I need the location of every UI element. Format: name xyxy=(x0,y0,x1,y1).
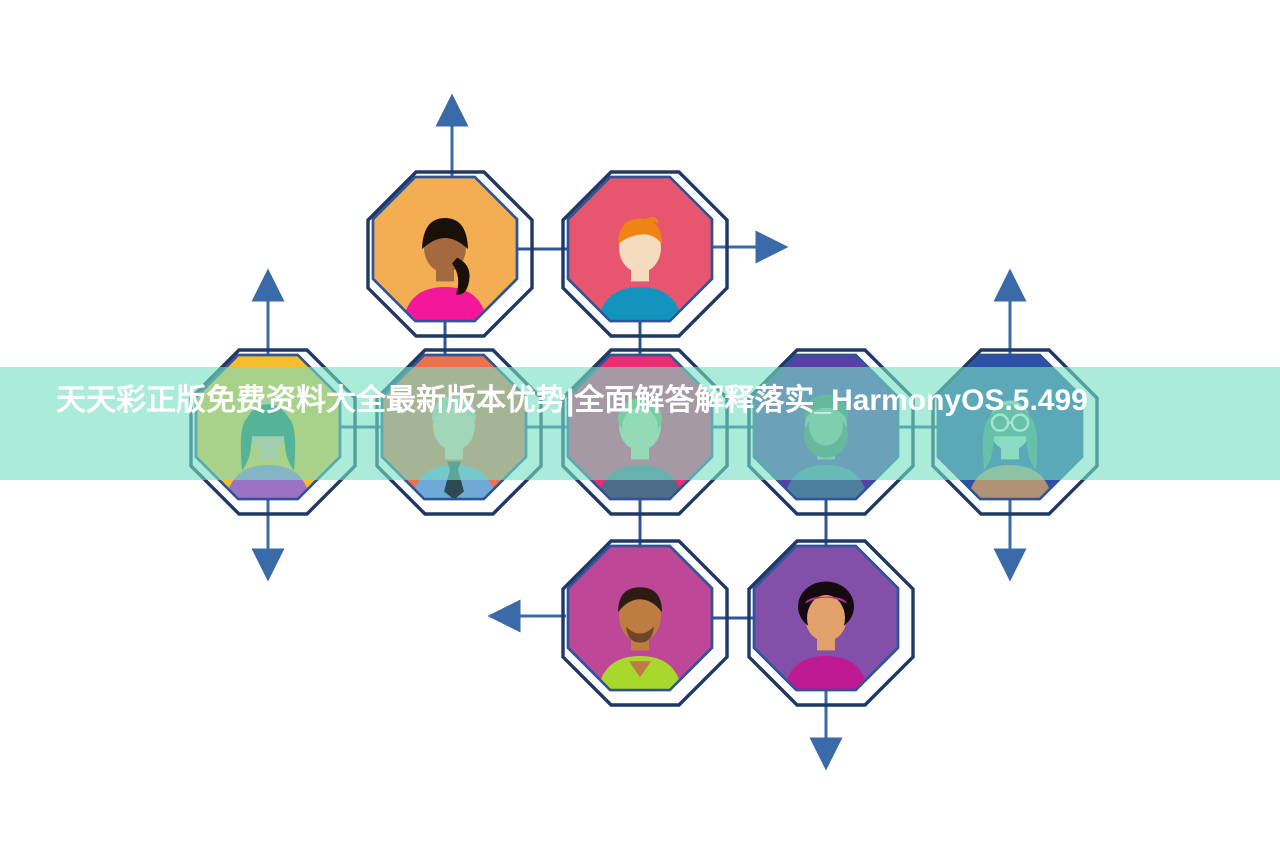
node-inner-border xyxy=(566,544,714,692)
octagon-node[interactable] xyxy=(747,348,915,516)
node-outer-border xyxy=(366,170,534,338)
octagon-node[interactable] xyxy=(366,170,534,338)
node-layer xyxy=(189,170,1099,707)
node-inner-border xyxy=(371,175,519,323)
node-outer-border xyxy=(747,539,915,707)
octagon-node[interactable] xyxy=(931,348,1099,516)
octagon-node[interactable] xyxy=(561,348,729,516)
octagon-node[interactable] xyxy=(561,539,729,707)
octagon-node[interactable] xyxy=(375,348,543,516)
node-outer-border xyxy=(561,170,729,338)
node-inner-border xyxy=(752,544,900,692)
octagon-node[interactable] xyxy=(561,170,729,338)
node-inner-border xyxy=(566,175,714,323)
arrows xyxy=(251,93,1027,771)
octagon-node[interactable] xyxy=(189,348,357,516)
node-outer-border xyxy=(561,539,729,707)
octagon-node[interactable] xyxy=(747,539,915,707)
